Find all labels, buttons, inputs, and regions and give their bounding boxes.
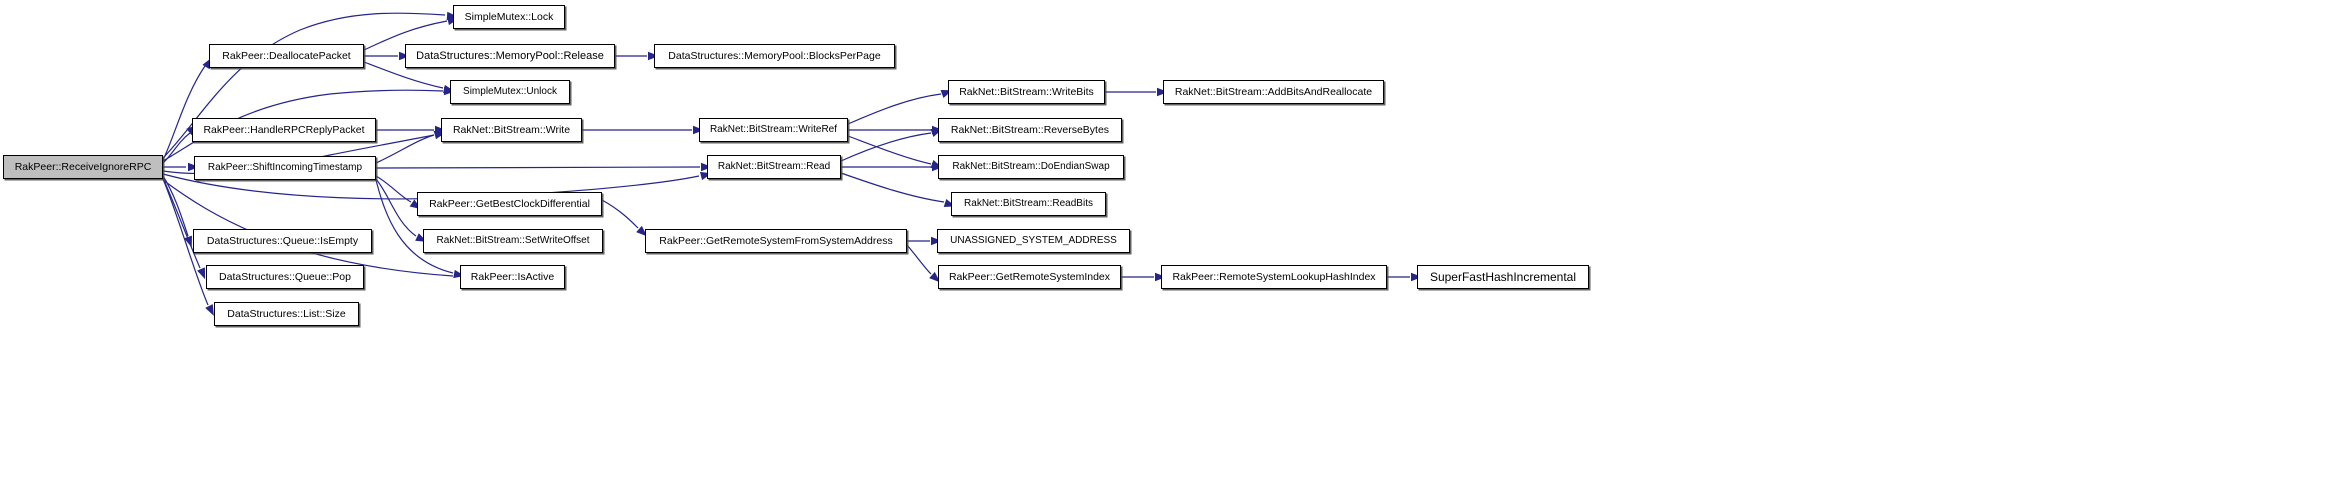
graph-node-label: RakNet::BitStream::Write (452, 123, 571, 136)
graph-node-n9[interactable]: RakNet::BitStream::Write (441, 118, 582, 142)
graph-node-n21[interactable]: DataStructures::Queue::Pop (206, 265, 364, 289)
graph-node-n14[interactable]: RakNet::BitStream::DoEndianSwap (938, 155, 1124, 179)
graph-edge (601, 199, 639, 229)
graph-node-label: UNASSIGNED_SYSTEM_ADDRESS (950, 235, 1117, 246)
graph-node-label: RakPeer::ReceiveIgnoreRPC (14, 160, 152, 173)
graph-node-label: DataStructures::List::Size (227, 307, 346, 320)
graph-node-label: DataStructures::MemoryPool::BlocksPerPag… (668, 49, 881, 62)
graph-node-label: RakPeer::GetRemoteSystemIndex (948, 270, 1111, 283)
graph-node-n20[interactable]: UNASSIGNED_SYSTEM_ADDRESS (937, 229, 1130, 253)
graph-node-n10[interactable]: RakNet::BitStream::WriteRef (699, 118, 848, 142)
graph-node-label: RakPeer::GetRemoteSystemFromSystemAddres… (659, 234, 893, 247)
graph-node-n19[interactable]: RakPeer::GetRemoteSystemFromSystemAddres… (645, 229, 907, 253)
graph-node-n22[interactable]: RakPeer::IsActive (460, 265, 565, 289)
graph-node-n7[interactable]: RakNet::BitStream::AddBitsAndReallocate (1163, 80, 1384, 104)
graph-edge (840, 132, 932, 162)
graph-node-label: SuperFastHashIncremental (1429, 270, 1577, 284)
graph-node-n8[interactable]: RakPeer::HandleRPCReplyPacket (192, 118, 376, 142)
graph-node-label: RakNet::BitStream::Read (717, 161, 831, 172)
graph-node-n0[interactable]: RakPeer::ReceiveIgnoreRPC (3, 155, 163, 179)
graph-node-n16[interactable]: RakNet::BitStream::ReadBits (951, 192, 1106, 216)
graph-edge (162, 65, 206, 161)
graph-node-n23[interactable]: RakPeer::GetRemoteSystemIndex (938, 265, 1121, 289)
graph-node-label: RakNet::BitStream::ReverseBytes (950, 123, 1110, 136)
graph-node-n1[interactable]: SimpleMutex::Lock (453, 5, 565, 29)
graph-node-label: RakNet::BitStream::DoEndianSwap (952, 161, 1110, 172)
graph-edge (162, 179, 454, 277)
graph-edge (906, 244, 932, 275)
graph-edge (375, 166, 701, 169)
graph-node-label: RakPeer::HandleRPCReplyPacket (203, 123, 365, 136)
graph-node-n15[interactable]: RakPeer::GetBestClockDifferential (417, 192, 602, 216)
graph-edge (162, 175, 189, 237)
graph-node-label: DataStructures::Queue::Pop (219, 270, 351, 283)
graph-edge (162, 132, 191, 164)
graph-node-label: RakNet::BitStream::AddBitsAndReallocate (1174, 85, 1373, 98)
graph-node-n26[interactable]: DataStructures::List::Size (214, 302, 359, 326)
graph-node-n13[interactable]: RakNet::BitStream::Read (707, 155, 841, 179)
graph-node-label: RakPeer::GetBestClockDifferential (429, 197, 590, 210)
graph-node-label: RakPeer::IsActive (470, 270, 555, 283)
graph-node-label: DataStructures::Queue::IsEmpty (206, 234, 359, 247)
graph-node-n12[interactable]: RakPeer::ShiftIncomingTimestamp (194, 156, 376, 180)
graph-node-label: RakNet::BitStream::ReadBits (964, 198, 1093, 209)
graph-node-label: RakPeer::ShiftIncomingTimestamp (207, 162, 363, 173)
graph-edge (162, 177, 201, 269)
graph-node-label: SimpleMutex::Unlock (463, 86, 557, 97)
graph-node-label: RakNet::BitStream::WriteBits (959, 85, 1094, 98)
graph-edge (840, 172, 945, 203)
graph-node-label: RakPeer::RemoteSystemLookupHashIndex (1172, 270, 1376, 283)
graph-edge (375, 175, 412, 203)
graph-node-n2[interactable]: RakPeer::DeallocatePacket (209, 44, 364, 68)
graph-node-n24[interactable]: RakPeer::RemoteSystemLookupHashIndex (1161, 265, 1387, 289)
graph-node-label: DataStructures::MemoryPool::Release (416, 49, 604, 62)
graph-node-label: RakPeer::DeallocatePacket (222, 49, 351, 62)
graph-node-label: RakNet::BitStream::SetWriteOffset (436, 235, 590, 246)
graph-node-n18[interactable]: RakNet::BitStream::SetWriteOffset (423, 229, 603, 253)
graph-node-n11[interactable]: RakNet::BitStream::ReverseBytes (938, 118, 1122, 142)
graph-edge (847, 135, 932, 165)
graph-node-n17[interactable]: DataStructures::Queue::IsEmpty (193, 229, 372, 253)
graph-node-n4[interactable]: DataStructures::MemoryPool::BlocksPerPag… (654, 44, 895, 68)
graph-node-n3[interactable]: DataStructures::MemoryPool::Release (405, 44, 615, 68)
graph-edge (375, 178, 417, 237)
graph-edge (847, 93, 942, 125)
graph-node-label: RakNet::BitStream::WriteRef (709, 124, 838, 135)
graph-node-label: SimpleMutex::Lock (464, 10, 554, 23)
graph-edge (375, 134, 435, 164)
graph-node-n6[interactable]: RakNet::BitStream::WriteBits (948, 80, 1105, 104)
graph-node-n5[interactable]: SimpleMutex::Unlock (450, 80, 570, 104)
graph-node-n25[interactable]: SuperFastHashIncremental (1417, 265, 1589, 289)
